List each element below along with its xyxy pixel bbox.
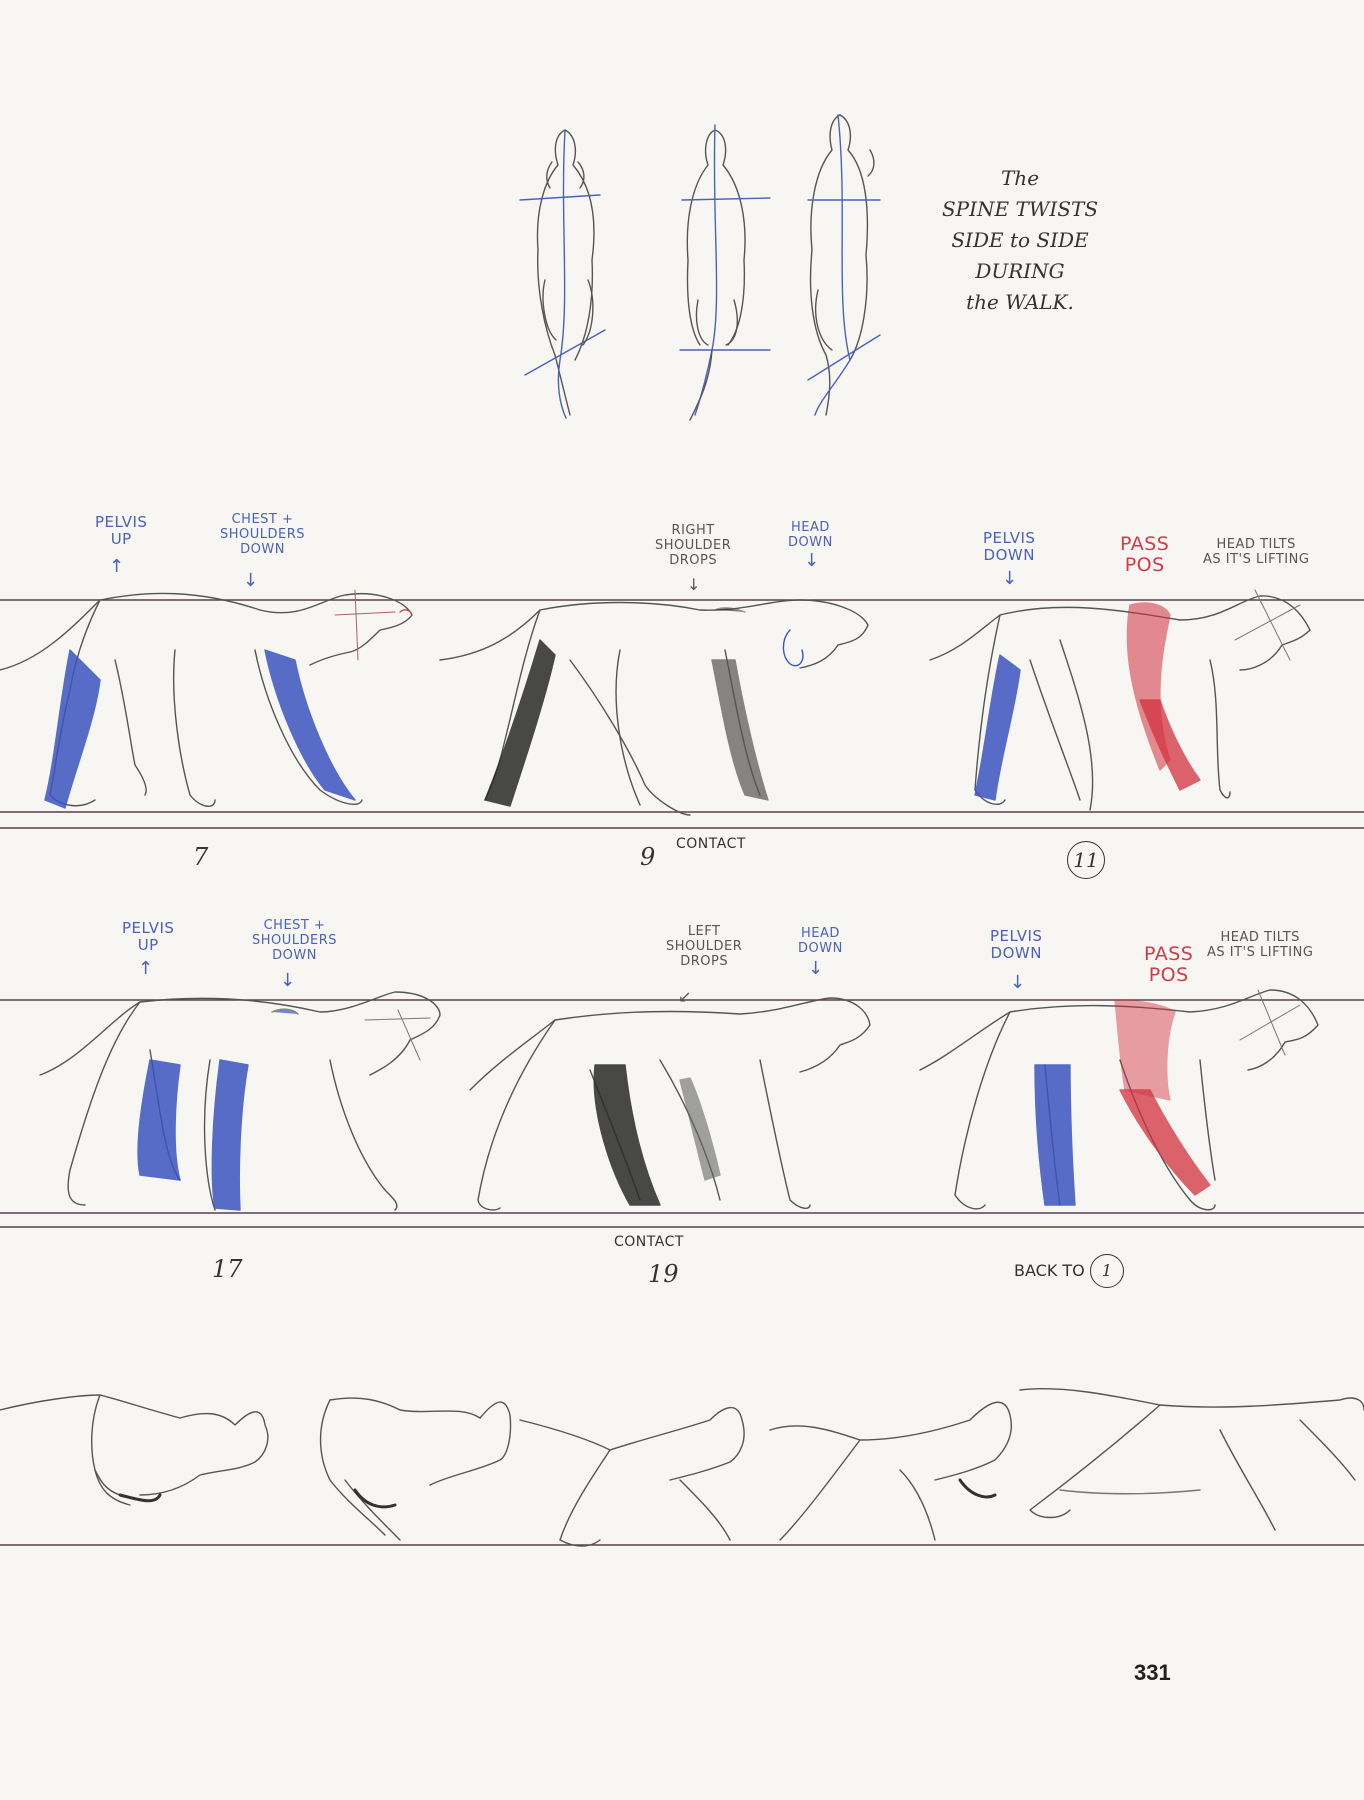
arrow-up-icon: ↑ bbox=[109, 556, 125, 577]
note-line-1: The bbox=[1000, 166, 1040, 190]
row1-head-down-label: HEAD DOWN bbox=[788, 520, 833, 550]
back-to-text: BACK TO bbox=[1014, 1261, 1085, 1280]
page-number: 331 bbox=[1134, 1660, 1171, 1685]
arrow-down-icon: ↓ bbox=[808, 958, 824, 979]
arrow-down-icon: ↓ bbox=[804, 550, 820, 571]
top-view-dogs bbox=[519, 114, 881, 421]
row3-cats bbox=[0, 1387, 1364, 1547]
row2-pass-pos-label: PASS POS bbox=[1144, 943, 1194, 986]
row1-pass-pos-label: PASS POS bbox=[1120, 533, 1170, 576]
arrow-down-icon: ↓ bbox=[280, 970, 296, 991]
row1-frame-11-circle: 11 bbox=[1067, 841, 1105, 879]
row1-contact-label: CONTACT bbox=[676, 836, 746, 852]
row1-frame-11: 11 bbox=[1067, 841, 1105, 879]
arrow-up-icon: ↑ bbox=[138, 958, 154, 979]
note-line-5: the WALK. bbox=[966, 290, 1074, 314]
row2-frame-17: 17 bbox=[212, 1255, 243, 1283]
row2-frame-19: 19 bbox=[648, 1260, 679, 1288]
note-line-3: SIDE to SIDE bbox=[951, 228, 1089, 252]
guide-lines bbox=[0, 599, 1364, 1546]
row2-pelvis-up-label: PELVIS UP bbox=[122, 919, 175, 954]
note-line-4: DURING bbox=[975, 259, 1065, 283]
row2-pelvis-down-label: PELVIS DOWN bbox=[990, 927, 1043, 962]
row1-pelvis-up-label: PELVIS UP bbox=[95, 513, 148, 548]
row1-dogs bbox=[0, 589, 1311, 816]
row1-frame-9: 9 bbox=[640, 843, 656, 871]
arrow-down-icon: ↓ bbox=[687, 575, 701, 594]
spine-twist-note: The SPINE TWISTS SIDE to SIDE DURING the… bbox=[935, 163, 1105, 318]
row2-back-to-label: BACK TO 1 bbox=[1014, 1254, 1124, 1288]
row1-chest-shoulders-label: CHEST + SHOULDERS DOWN bbox=[220, 512, 306, 557]
arrow-down-icon: ↓ bbox=[1002, 568, 1018, 589]
back-to-frame-circle: 1 bbox=[1089, 1254, 1124, 1288]
curved-arrow-icon: ↙ bbox=[678, 987, 692, 1006]
row1-frame-7: 7 bbox=[193, 843, 209, 871]
arrow-down-icon: ↓ bbox=[243, 570, 259, 591]
row1-pelvis-down-label: PELVIS DOWN bbox=[983, 529, 1036, 564]
row1-shoulder-drops-label: RIGHT SHOULDER DROPS bbox=[655, 523, 732, 568]
arrow-down-icon: ↓ bbox=[1010, 972, 1026, 993]
row2-head-tilts-label: HEAD TILTS AS IT'S LIFTING bbox=[1207, 930, 1314, 960]
row2-shoulder-drops-label: LEFT SHOULDER DROPS bbox=[666, 924, 743, 969]
note-line-2: SPINE TWISTS bbox=[941, 197, 1099, 221]
row2-head-down-label: HEAD DOWN bbox=[798, 926, 843, 956]
row1-head-tilts-label: HEAD TILTS AS IT'S LIFTING bbox=[1203, 537, 1310, 567]
row2-contact-label: CONTACT bbox=[614, 1234, 684, 1250]
row2-dogs bbox=[39, 989, 1319, 1211]
row2-chest-shoulders-label: CHEST + SHOULDERS DOWN bbox=[252, 918, 338, 963]
